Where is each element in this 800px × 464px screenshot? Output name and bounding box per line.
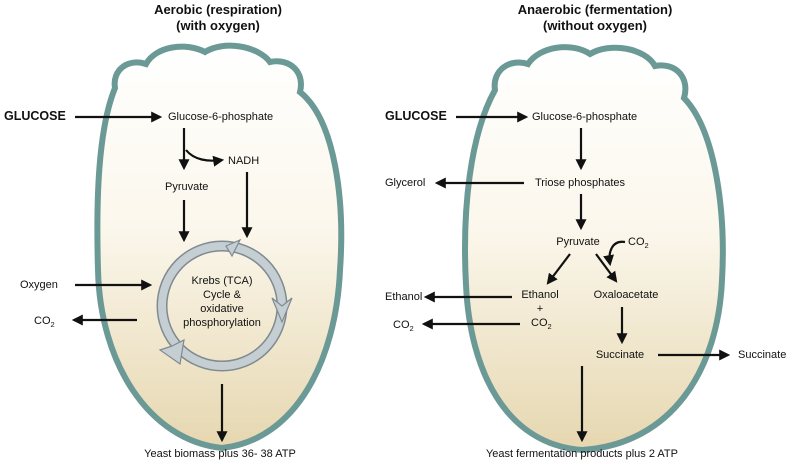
krebs-arrow-head-left (158, 338, 185, 366)
anaerobic-title-line2: (without oxygen) (543, 18, 647, 33)
anaerobic-pyruvate-label: Pyruvate (556, 236, 599, 248)
anaerobic-output-label: Yeast fermentation products plus 2 ATP (486, 448, 678, 460)
anaerobic-cell (462, 44, 726, 454)
anaerobic-pyruvate-to-oxaloacetate-arrow (595, 253, 618, 283)
anaerobic-g6p-label: Glucose-6-phosphate (532, 111, 637, 123)
aerobic-oxygen-label: Oxygen (20, 279, 58, 291)
anaerobic-glycerol-label: Glycerol (385, 177, 425, 189)
aerobic-glucose-label: GLUCOSE (4, 109, 66, 123)
krebs-arrow-head-right (271, 297, 293, 324)
aerobic-title-line2: (with oxygen) (176, 18, 260, 33)
anaerobic-triose-label: Triose phosphates (535, 177, 626, 189)
anaerobic-plus-label: + (537, 303, 543, 315)
aerobic-pyruvate-label: Pyruvate (165, 181, 208, 193)
aerobic-nadh-label: NADH (228, 155, 259, 167)
krebs-label-line2: Cycle & (203, 289, 242, 301)
anaerobic-oxaloacetate-label: Oxaloacetate (594, 289, 659, 301)
krebs-label-line4: phosphorylation (183, 317, 261, 329)
anaerobic-succinate-inner-label: Succinate (596, 349, 644, 361)
aerobic-co2-label: CO2 (34, 315, 55, 329)
krebs-label-line1: Krebs (TCA) (191, 275, 252, 287)
anaerobic-co2-inner-label: CO2 (531, 317, 552, 331)
anaerobic-co2-in-arrow (603, 240, 626, 267)
anaerobic-ethanol-inner-label: Ethanol (521, 289, 558, 301)
anaerobic-title-line1: Anaerobic (fermentation) (518, 2, 673, 17)
anaerobic-pyruvate-to-ethanol-arrow (546, 253, 571, 285)
anaerobic-ethanol-out-label: Ethanol (385, 291, 422, 303)
krebs-label-line3: oxidative (200, 303, 243, 315)
anaerobic-succinate-out-label: Succinate (738, 349, 786, 361)
aerobic-nadh-branch-arrow (185, 149, 225, 167)
anaerobic-co2-in-label: CO2 (628, 236, 649, 250)
krebs-arrow-head-top (225, 238, 242, 258)
aerobic-title-line1: Aerobic (respiration) (154, 2, 282, 17)
aerobic-output-label: Yeast biomass plus 36- 38 ATP (144, 448, 296, 460)
aerobic-g6p-label: Glucose-6-phosphate (168, 111, 273, 123)
krebs-cycle-ring (156, 238, 293, 372)
anaerobic-co2-out-label: CO2 (393, 319, 414, 333)
anaerobic-cell-wall (462, 44, 726, 454)
anaerobic-glucose-label: GLUCOSE (385, 109, 447, 123)
